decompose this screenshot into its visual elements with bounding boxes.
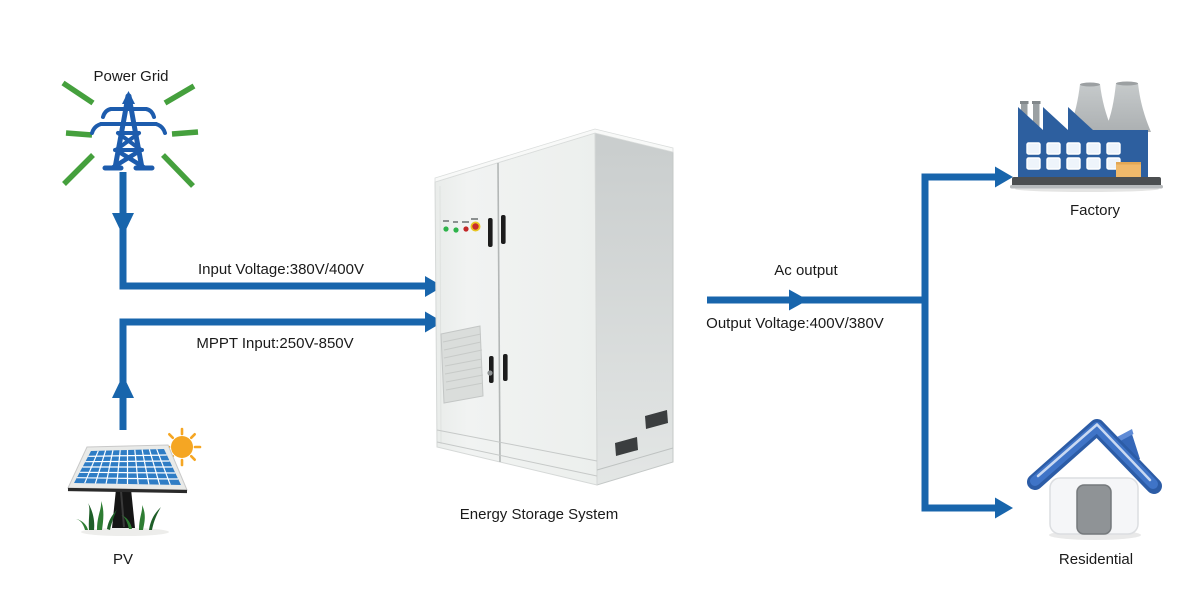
cabinet-side xyxy=(594,132,674,486)
arrowhead-down-icon xyxy=(112,213,134,236)
arrowhead-up-icon xyxy=(112,375,134,398)
factory-icon xyxy=(1010,81,1163,192)
grid-to-ess-line xyxy=(119,172,429,290)
arrowhead-right-icon xyxy=(425,276,443,297)
arrowhead-right-icon xyxy=(425,311,443,333)
door-handles xyxy=(487,215,508,383)
power-grid-label: Power Grid xyxy=(93,68,169,85)
input-voltage-label: Input Voltage:380V/400V xyxy=(198,261,364,278)
emergency-stop-button xyxy=(470,221,481,232)
ess-cabinet-image xyxy=(434,128,674,486)
factory-windows xyxy=(1026,142,1121,170)
house-door xyxy=(1076,484,1112,535)
output-voltage-label: Output Voltage:400V/380V xyxy=(706,315,884,332)
arrowhead-right-icon xyxy=(789,289,808,311)
cabinet-front xyxy=(434,132,598,486)
arrowhead-right-icon xyxy=(995,497,1013,519)
green-rays xyxy=(61,80,199,188)
pv-icon xyxy=(67,427,202,536)
door-divider xyxy=(497,162,501,463)
forklift-slots xyxy=(615,410,668,456)
panel-post xyxy=(112,489,135,528)
factory-label: Factory xyxy=(1069,202,1120,219)
ground-shadow xyxy=(81,528,169,536)
power-grid-icon xyxy=(61,80,199,188)
solar-panel xyxy=(67,444,188,494)
arrowhead-right-icon xyxy=(995,166,1013,188)
vent-grille xyxy=(440,325,484,404)
transmission-tower-icon xyxy=(90,91,167,171)
factory-base xyxy=(1012,177,1161,187)
indicator-lights xyxy=(443,218,478,233)
factory-door xyxy=(1116,162,1141,178)
grass xyxy=(76,501,161,530)
mppt-input-label: MPPT Input:250V-850V xyxy=(196,335,354,352)
house-roof xyxy=(1027,419,1162,494)
residential-label: Residential xyxy=(1058,551,1134,568)
cabinet-top-edge xyxy=(434,128,674,183)
residential-icon xyxy=(1027,419,1162,540)
ac-output-label: Ac output xyxy=(774,262,838,279)
ess-label: Energy Storage System xyxy=(459,506,619,523)
pv-label: PV xyxy=(112,551,133,568)
